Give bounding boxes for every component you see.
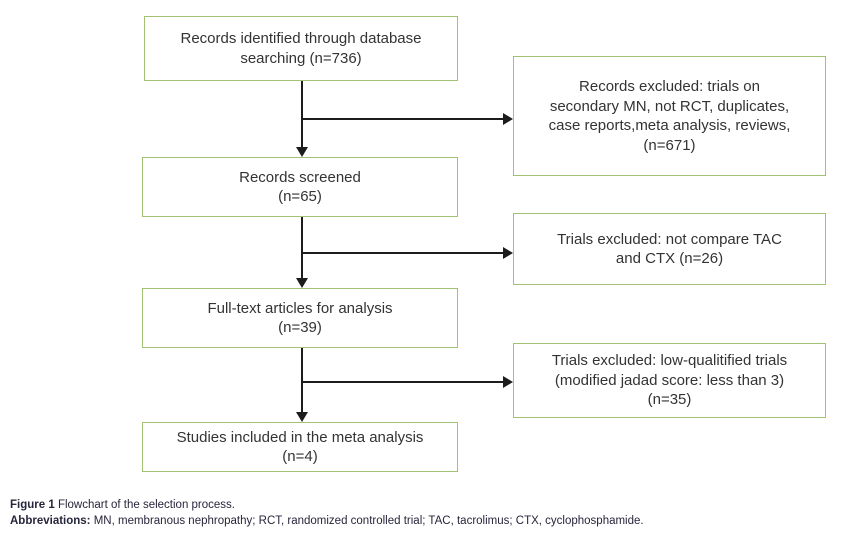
box-records-excluded: Records excluded: trials on secondary MN… [513, 56, 826, 176]
arrow-branch-trials-excluded-compare [302, 252, 503, 254]
arrowhead-right-trials-excluded-compare [503, 247, 513, 259]
box-records-screened: Records screened (n=65) [142, 157, 458, 217]
arrow-screened-to-fulltext [301, 217, 303, 281]
box-records-identified: Records identified through database sear… [144, 16, 458, 81]
arrowhead-down-included [296, 412, 308, 422]
arrowhead-right-records-excluded [503, 113, 513, 125]
figure-title: Flowchart of the selection process. [57, 499, 235, 511]
figure-label: Figure 1 [10, 499, 55, 511]
box-trials-excluded-quality: Trials excluded: low-qualitified trials … [513, 343, 826, 418]
abbreviations-text: MN, membranous nephropathy; RCT, randomi… [93, 515, 644, 527]
abbreviations-label: Abbreviations: [10, 515, 91, 527]
arrowhead-down-screened [296, 147, 308, 157]
arrow-branch-records-excluded [302, 118, 503, 120]
arrowhead-down-fulltext [296, 278, 308, 288]
caption-line: Figure 1 Flowchart of the selection proc… [10, 497, 858, 513]
figure-caption: Figure 1 Flowchart of the selection proc… [10, 497, 858, 529]
abbreviations-line: Abbreviations: MN, membranous nephropath… [10, 513, 858, 529]
box-fulltext-articles: Full-text articles for analysis (n=39) [142, 288, 458, 348]
arrowhead-right-trials-excluded-quality [503, 376, 513, 388]
box-trials-excluded-compare: Trials excluded: not compare TAC and CTX… [513, 213, 826, 285]
box-studies-included: Studies included in the meta analysis (n… [142, 422, 458, 472]
arrow-branch-trials-excluded-quality [302, 381, 503, 383]
arrow-identified-to-screened [301, 81, 303, 150]
